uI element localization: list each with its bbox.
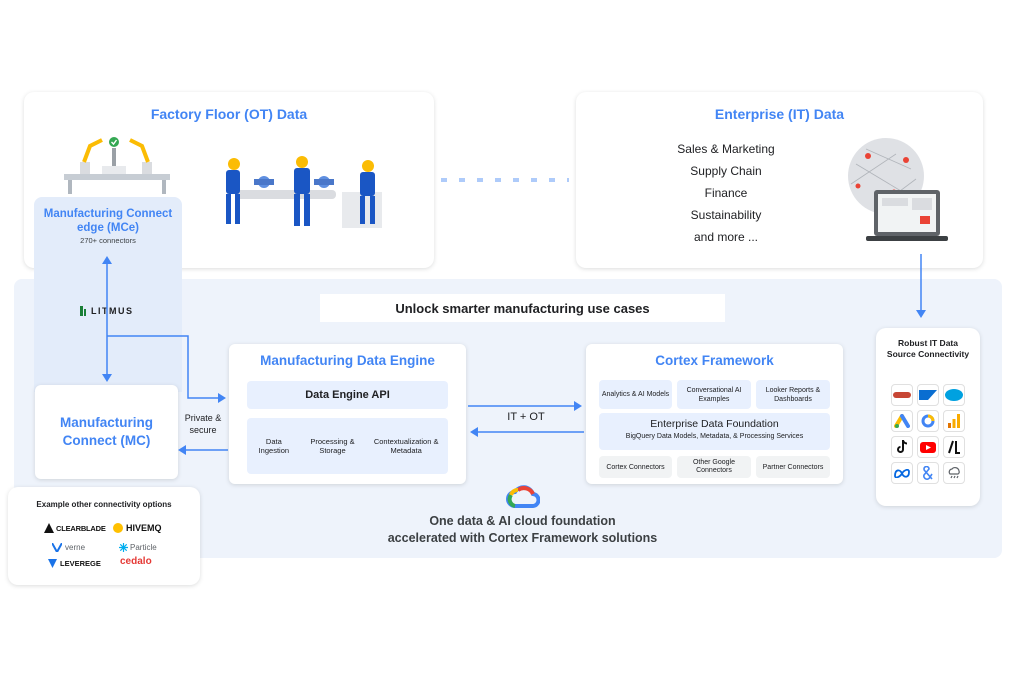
cortex-title: Cortex Framework xyxy=(655,353,774,368)
it-to-robust-arrow xyxy=(916,254,926,318)
tiktok-icon xyxy=(891,436,913,458)
meta-icon xyxy=(891,462,913,484)
logo-leverege: LEVEREGE xyxy=(48,557,108,569)
step-data-ingestion: Data Ingestion xyxy=(258,437,290,455)
mce-subtitle: 270+ connectors xyxy=(80,236,136,245)
footer-line-1: One data & AI cloud foundation xyxy=(429,514,616,528)
it-data-list: Sales & Marketing Supply Chain Finance S… xyxy=(640,138,812,248)
it-ot-label: IT + OT xyxy=(507,411,545,423)
google-analytics-icon xyxy=(943,410,965,432)
cortex-conversational-ai: Conversational AI Examples xyxy=(677,380,751,409)
manufacturing-connect-card: Manufacturing Connect (MC) xyxy=(35,385,178,479)
mce-column xyxy=(34,197,182,392)
use-cases-banner: Unlock smarter manufacturing use cases xyxy=(320,294,725,322)
ot-it-dotted-connector xyxy=(441,178,569,182)
google-cloud-icon xyxy=(506,485,540,508)
robust-title: Robust IT Data Source Connectivity xyxy=(886,338,970,359)
logo-cedalo: cedalo xyxy=(120,556,152,567)
ampersand-icon xyxy=(917,462,939,484)
logo-hivemq: HIVEMQ xyxy=(113,522,173,534)
cortex-looker-reports: Looker Reports & Dashboards xyxy=(756,380,830,409)
verne-icon xyxy=(52,542,62,552)
litmus-mark-icon xyxy=(80,306,86,316)
clearblade-icon xyxy=(44,523,54,533)
hivemq-icon xyxy=(113,523,123,533)
google-ads-icon xyxy=(891,410,913,432)
other-google-connectors: Other Google Connectors xyxy=(677,456,751,478)
data-engine-api: Data Engine API xyxy=(247,381,448,409)
other-connectivity-title: Example other connectivity options xyxy=(36,500,172,509)
connector-lines xyxy=(102,256,228,455)
logo-verne: verne xyxy=(52,541,108,553)
campaign-manager-icon xyxy=(917,410,939,432)
it-ot-arrows xyxy=(468,401,584,437)
mde-steps: Data Ingestion Processing & Storage Cont… xyxy=(247,418,448,474)
enterprise-it-title: Enterprise (IT) Data xyxy=(714,106,845,122)
logo-particle: Particle xyxy=(119,541,175,553)
footer-line-2: accelerated with Cortex Framework soluti… xyxy=(387,531,658,545)
cortex-analytics-ai: Analytics & AI Models xyxy=(599,380,672,409)
it-item: Finance xyxy=(704,186,748,200)
it-item: Sustainability xyxy=(690,208,762,222)
workers-illustration xyxy=(226,156,382,228)
mce-title: Manufacturing Connect edge (MCe) xyxy=(43,208,173,234)
particle-icon xyxy=(119,542,128,552)
salesforce-icon xyxy=(943,384,965,406)
cloud-rain-icon xyxy=(943,462,965,484)
mde-title: Manufacturing Data Engine xyxy=(260,353,435,368)
leverege-icon xyxy=(48,558,57,568)
step-processing-storage: Processing & Storage xyxy=(310,437,355,455)
globe-laptop-illustration xyxy=(848,138,948,241)
youtube-icon xyxy=(917,436,939,458)
private-secure-label: Private & secure xyxy=(184,413,222,435)
cortex-connectors: Cortex Connectors xyxy=(599,456,672,478)
partner-connectors: Partner Connectors xyxy=(756,456,830,478)
sap-icon xyxy=(917,384,939,406)
other-connectivity-card xyxy=(8,487,200,585)
it-item: and more ... xyxy=(693,230,759,244)
step-contextualization: Contextualization & Metadata xyxy=(373,437,439,455)
robot-arms-illustration xyxy=(64,137,170,194)
logo-clearblade: CLEARBLADE xyxy=(44,522,108,534)
litmus-logo: LITMUS xyxy=(80,305,140,317)
oracle-icon xyxy=(891,384,913,406)
looker-slash-icon xyxy=(943,436,965,458)
factory-floor-title: Factory Floor (OT) Data xyxy=(150,106,308,122)
it-item: Supply Chain xyxy=(690,164,762,178)
source-logo-grid xyxy=(891,384,965,484)
enterprise-data-foundation: Enterprise Data Foundation BigQuery Data… xyxy=(599,413,830,450)
it-item: Sales & Marketing xyxy=(677,142,775,156)
